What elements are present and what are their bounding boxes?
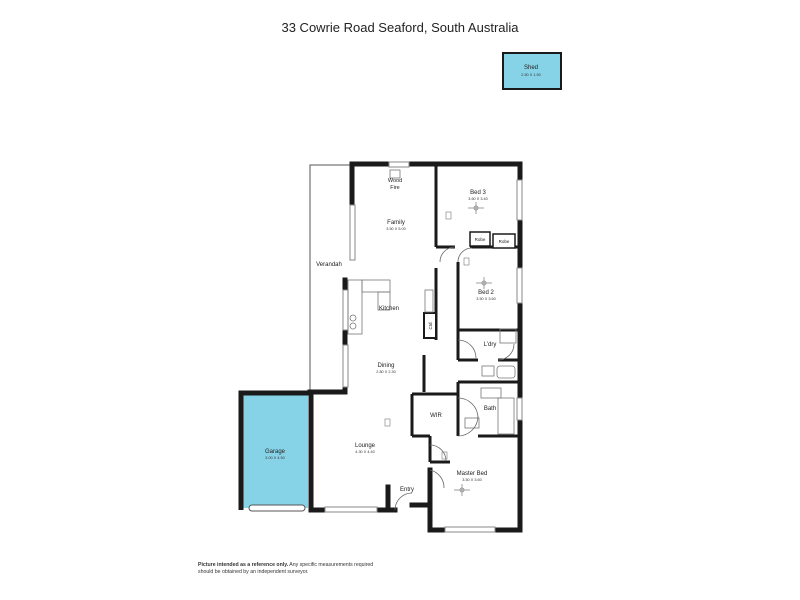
dining-dims: 2.80 X 2.30 [376,370,395,374]
garage-label: Garage [265,449,286,455]
entry-label: Entry [400,487,414,493]
pantry-box [423,312,437,339]
robe2-label: Robe [499,239,510,244]
dining-label: Dining [377,363,394,369]
bed3-dims: 3.60 X 3.40 [468,197,487,201]
wood-fire-label-1: Wood [388,178,402,184]
door-swings [394,246,515,511]
bed2-dims: 3.50 X 3.60 [476,297,495,301]
disclaimer-rest: Any specific measurements required shoul… [198,562,374,575]
family-dims: 3.50 X 5.00 [386,227,405,231]
wir-label: WIR [430,413,442,419]
laundry-label: L'dry [484,342,497,348]
garage-walls [238,390,314,510]
lounge-dims: 4.30 X 4.40 [355,450,374,454]
disclaimer: Picture intended as a reference only. An… [198,562,378,575]
plan-title: 33 Cowrie Road Seaford, South Australia [281,20,519,35]
verandah-label: Verandah [316,262,342,268]
garage-fill [240,395,308,508]
pantry-label: Ctd [428,322,433,330]
ceiling-fans [454,202,492,496]
verandah-outline [309,164,352,392]
shed-block [502,52,562,90]
robe1-label: Robe [475,237,486,242]
robe1-box [469,231,491,247]
shed-label: Shed [524,65,538,71]
bath-label: Bath [484,406,496,412]
wood-fire-label-2: Fire [390,185,399,191]
garage-dims: 3.00 X 4.50 [265,456,284,460]
master-bed-label: Master Bed [457,471,488,477]
bed3-label: Bed 3 [470,190,486,196]
disclaimer-bold: Picture intended as a reference only. [198,562,289,568]
lounge-label: Lounge [355,443,376,449]
kitchen-label: Kitchen [379,306,399,312]
garage-door [248,504,306,512]
master-bed-dims: 3.50 X 3.60 [462,478,481,482]
vent-symbols [384,211,470,460]
wet-area-fixtures [464,328,517,435]
windows [324,161,523,533]
family-label: Family [387,220,405,226]
shed-dims: 2.50 X 1.50 [521,73,540,77]
kitchen-fixtures [347,169,434,335]
robe2-box [492,233,516,249]
bed2-label: Bed 2 [478,290,494,296]
